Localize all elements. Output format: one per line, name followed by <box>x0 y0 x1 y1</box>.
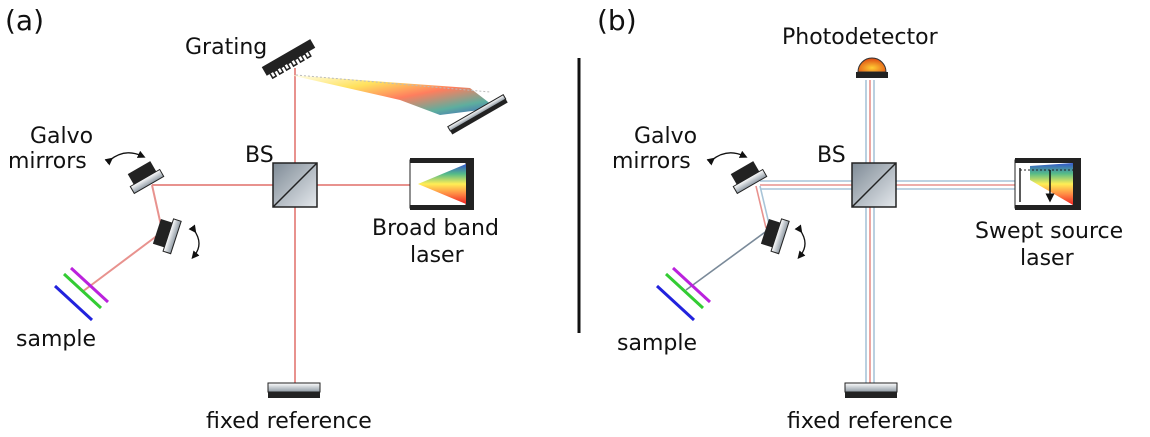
photodetector <box>856 57 888 78</box>
galvo-mirror-2-a <box>152 218 182 255</box>
rotation-arrow-2-b <box>794 224 806 259</box>
grating-element <box>261 39 316 80</box>
spectrum-fan <box>290 75 496 115</box>
panel-b: (b) Photodetector BS <box>597 4 1123 434</box>
galvo-mirror-1-b <box>730 161 768 195</box>
rotation-arrow-1-b <box>706 150 748 166</box>
beam-splitter-b <box>851 162 897 208</box>
galvo-label-b-line1: Galvo <box>634 124 697 149</box>
panel-a: (a) Grating BS <box>5 4 508 434</box>
rotation-arrow-1-a <box>104 150 146 166</box>
detector-label: Photodetector <box>782 25 939 50</box>
laser-label-a-line1: Broad band <box>372 216 499 241</box>
beam-splitter-a <box>272 162 318 208</box>
galvo-mirror-1-a <box>127 161 165 195</box>
galvo-label-a-line2: mirrors <box>8 149 87 174</box>
broadband-laser <box>409 158 474 210</box>
laser-label-b-line2: laser <box>1020 246 1075 271</box>
spectrum-mirror <box>447 93 508 135</box>
reference-label-a: fixed reference <box>206 409 372 434</box>
panel-b-beams <box>685 80 1015 383</box>
galvo-mirror-2-b <box>760 218 790 255</box>
reference-mirror-a <box>267 382 321 398</box>
grating-label: Grating <box>185 35 267 60</box>
panel-b-tag: (b) <box>597 4 637 37</box>
bs-label-b: BS <box>817 143 846 168</box>
laser-label-b-line1: Swept source <box>975 219 1123 244</box>
sample-label-b: sample <box>617 331 697 356</box>
swept-source-laser <box>1014 158 1081 210</box>
panel-a-tag: (a) <box>5 4 44 37</box>
sample-layers-a <box>53 266 110 322</box>
galvo-label-b-line2: mirrors <box>612 149 691 174</box>
bs-label-a: BS <box>245 143 274 168</box>
rotation-arrow-2-a <box>188 224 200 259</box>
sample-label-a: sample <box>16 327 96 352</box>
reference-mirror-b <box>844 382 898 398</box>
sample-layers-b <box>655 266 712 322</box>
panel-a-beams <box>81 68 410 383</box>
galvo-label-a-line1: Galvo <box>30 124 93 149</box>
laser-label-a-line2: laser <box>410 243 465 268</box>
reference-label-b: fixed reference <box>787 409 953 434</box>
